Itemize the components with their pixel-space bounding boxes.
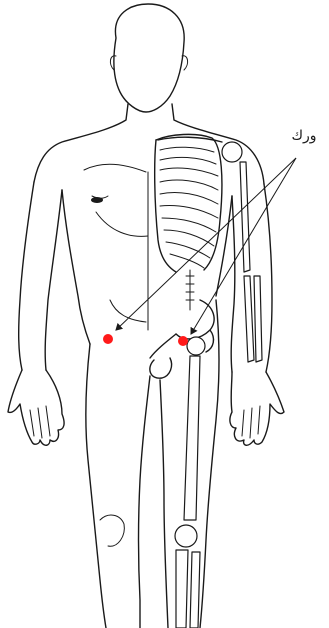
hip-label: ورك [281,128,327,144]
right-arm-outline [230,162,284,445]
hip-marker-right [178,336,188,346]
torso-outline [34,104,264,344]
hip-marker-left [103,334,113,344]
head-outline [110,4,187,112]
left-arm-outline [8,182,64,445]
